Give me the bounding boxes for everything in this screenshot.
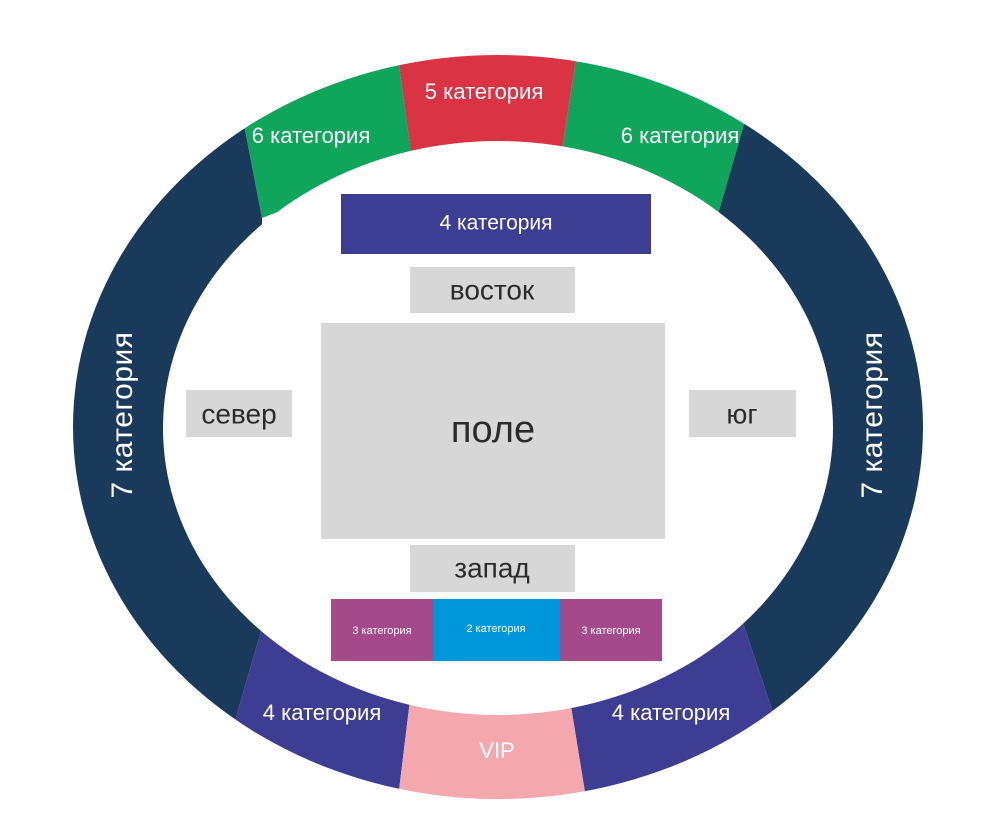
field-label: поле [451, 409, 535, 451]
west-label: запад [454, 552, 529, 583]
south-label: юг [726, 398, 757, 429]
field [321, 323, 665, 539]
inner-label-bottom-right: 3 категория [581, 625, 640, 637]
inner-label-bottom-center: 2 категория [466, 623, 525, 635]
ring-section-left[interactable] [0, 0, 262, 823]
inner-label-top: 4 категория [439, 212, 552, 235]
ring-label-top-center: 5 категория [425, 79, 544, 104]
inner-label-bottom-left: 3 категория [352, 625, 411, 637]
south-stand[interactable] [689, 390, 796, 437]
ring-label-top-left: 6 категория [252, 123, 371, 148]
ring-section-top-left[interactable] [220, 0, 412, 218]
north-stand[interactable] [186, 390, 292, 437]
west-stand[interactable] [410, 545, 575, 592]
ring-label-right: 7 категория [856, 331, 889, 498]
ring-label-vip: VIP [479, 738, 514, 763]
ring-section-right[interactable] [718, 0, 1000, 823]
ring-section-top-center[interactable] [390, 0, 585, 160]
east-stand[interactable] [410, 267, 575, 313]
ring-label-top-right: 6 категория [621, 123, 740, 148]
ring-section-vip[interactable] [395, 700, 590, 823]
ring-label-left: 7 категория [106, 331, 139, 498]
ring-label-bottom-right: 4 категория [612, 700, 731, 725]
ring-label-bottom-left: 4 категория [263, 700, 382, 725]
inner-section-bottom-center[interactable] [433, 599, 560, 661]
inner-section-bottom-left[interactable] [331, 599, 433, 661]
inner-section-bottom-right[interactable] [560, 599, 662, 661]
east-label: восток [450, 274, 535, 305]
inner-section-top[interactable] [341, 194, 651, 254]
north-label: север [201, 398, 276, 429]
